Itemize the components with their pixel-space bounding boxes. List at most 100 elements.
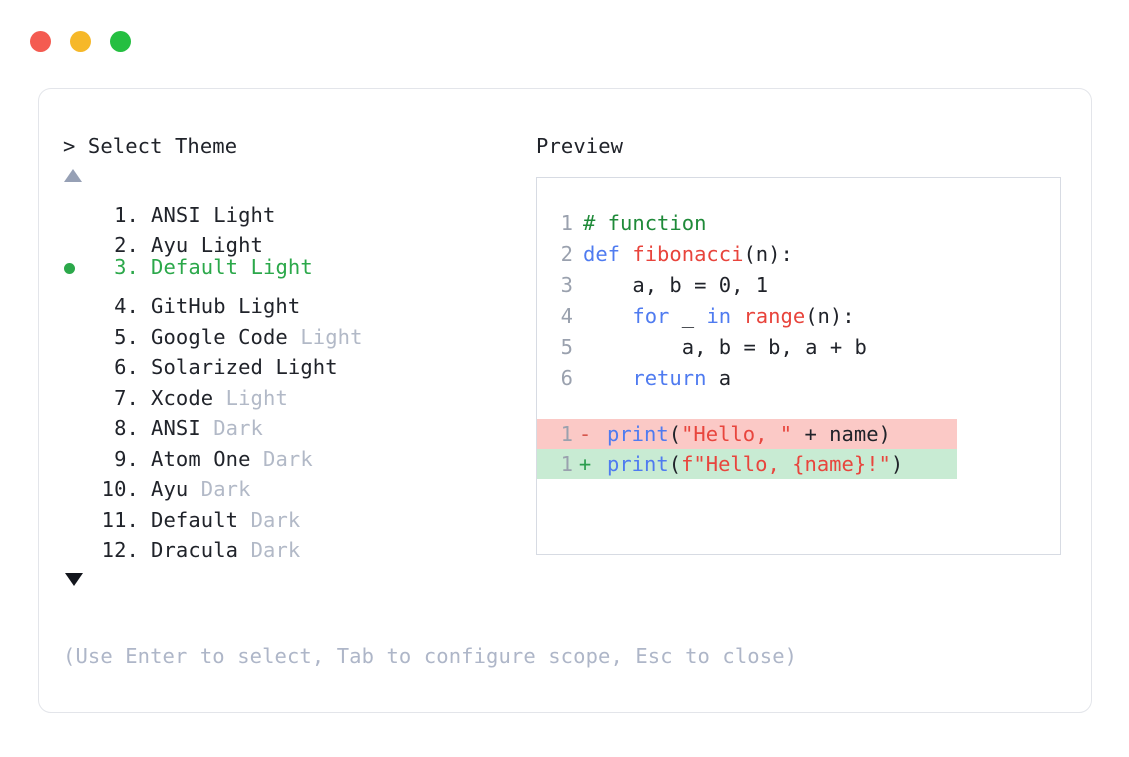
theme-item-index: 12. (101, 538, 139, 562)
diff-line-text: print("Hello, " + name) (597, 419, 891, 449)
theme-list-item[interactable]: 2.Ayu Light (63, 222, 533, 257)
maximize-button[interactable] (110, 31, 131, 52)
theme-item-index: 3. (114, 255, 139, 279)
diff-line-del: 1-print("Hello, " + name) (537, 419, 957, 449)
code-token: for (632, 304, 670, 328)
code-token: 0 (718, 273, 732, 297)
code-line-text: return a (573, 363, 731, 394)
theme-list-item[interactable]: 7. Xcode Light (63, 374, 533, 410)
code-token: "Hello, " (681, 422, 793, 446)
code-token: _ (669, 304, 707, 328)
selection-bullet-slot (63, 374, 89, 405)
theme-item-index: 10. (101, 477, 139, 501)
diff-sign: + (578, 452, 592, 476)
theme-item-separator (201, 203, 213, 227)
selected-bullet-icon (64, 263, 75, 274)
theme-item-index: 7. (114, 385, 139, 410)
theme-item-variant: Dark (200, 477, 251, 501)
diff-line-number: 1 (560, 452, 573, 476)
theme-item-separator (288, 325, 300, 349)
theme-list-item[interactable]: 10.Ayu Dark (63, 466, 533, 501)
code-token: f"Hello, {name}!" (681, 452, 891, 476)
selection-bullet-slot (63, 283, 89, 314)
code-token: range (743, 304, 806, 328)
theme-list-item[interactable]: 3. Default Light (63, 252, 533, 283)
theme-item-separator (263, 355, 275, 379)
theme-list-item[interactable]: 5.Google Code Light (63, 313, 533, 349)
code-token (731, 304, 743, 328)
close-button[interactable] (30, 31, 51, 52)
theme-item-variant: Light (213, 202, 276, 227)
preview-title: Preview (536, 134, 624, 158)
theme-item-separator (251, 447, 263, 471)
theme-item-variant: Light (238, 294, 301, 318)
theme-list-item[interactable]: 6.Solarized Light (63, 344, 533, 379)
code-token: (n): (743, 242, 793, 266)
theme-item-index: 1. (114, 202, 139, 227)
theme-item-name: GitHub (151, 294, 226, 318)
prompt-label: > Select Theme (63, 134, 238, 158)
theme-item-name: Xcode (151, 385, 214, 410)
theme-list-item[interactable]: 8.ANSI Dark (63, 405, 533, 440)
theme-item-name: Default (151, 507, 239, 532)
theme-item-name: ANSI (151, 202, 201, 227)
theme-list-item[interactable]: 12. Dracula Dark (63, 527, 533, 562)
selection-bullet-slot (63, 435, 89, 466)
triangle-up-icon[interactable] (64, 169, 82, 182)
code-line-number: 4 (560, 304, 573, 328)
code-line-number: 2 (560, 242, 573, 266)
code-token: a, b = b, a + b (583, 335, 867, 359)
theme-item-index: 8. (114, 416, 139, 440)
code-token: ( (668, 452, 682, 476)
theme-item-label: Dracula Dark (139, 535, 300, 566)
theme-item-separator (238, 508, 250, 532)
theme-item-name: Google Code (151, 324, 288, 349)
theme-list-item[interactable]: 1. ANSI Light (63, 191, 533, 227)
theme-item-index: 5. (114, 324, 139, 349)
theme-list-item[interactable]: 9.Atom One Dark (63, 435, 533, 471)
theme-item-separator (238, 538, 250, 562)
theme-list-item[interactable]: 11.Default Dark (63, 496, 533, 532)
selection-bullet-slot (63, 405, 89, 436)
code-line-text: a, b = 0, 1 (573, 270, 768, 301)
theme-item-index: 2. (114, 233, 139, 257)
code-token (583, 304, 632, 328)
selection-bullet-slot (63, 344, 89, 375)
theme-item-name: Default (151, 255, 239, 279)
theme-item-separator (201, 416, 213, 440)
theme-item-name: ANSI (151, 416, 201, 440)
theme-item-index: 6. (114, 355, 139, 379)
code-line-text: a, b = b, a + b (573, 332, 867, 363)
theme-item-index: 4. (114, 294, 139, 318)
code-line-number: 6 (560, 366, 573, 390)
theme-item-variant: Light (275, 355, 338, 379)
selection-bullet-slot (63, 253, 89, 284)
selection-bullet-slot (63, 527, 89, 558)
theme-item-index: 11. (101, 507, 139, 532)
theme-item-label: GitHub Light (139, 291, 300, 322)
theme-item-variant: Dark (250, 538, 301, 562)
triangle-down-icon[interactable] (65, 573, 83, 586)
theme-item-name: Atom One (151, 446, 251, 471)
code-line: 6 return a (537, 363, 1060, 394)
code-token: (n): (805, 304, 855, 328)
theme-item-separator (213, 386, 225, 410)
theme-item-separator (226, 294, 238, 318)
theme-list-item[interactable]: 4. GitHub Light (63, 283, 533, 318)
theme-item-variant: Dark (263, 446, 313, 471)
theme-item-variant: Light (225, 385, 288, 410)
theme-item-variant: Light (250, 255, 313, 279)
theme-item-name: Dracula (151, 538, 239, 562)
code-token: + name) (792, 422, 891, 446)
diff-sign: - (578, 422, 592, 446)
selection-bullet-slot (63, 222, 89, 253)
code-line: 4 for _ in range(n): (537, 301, 1060, 332)
minimize-button[interactable] (70, 31, 91, 52)
theme-item-label: Default Dark (139, 505, 300, 536)
theme-item-label: Google Code Light (139, 322, 363, 353)
